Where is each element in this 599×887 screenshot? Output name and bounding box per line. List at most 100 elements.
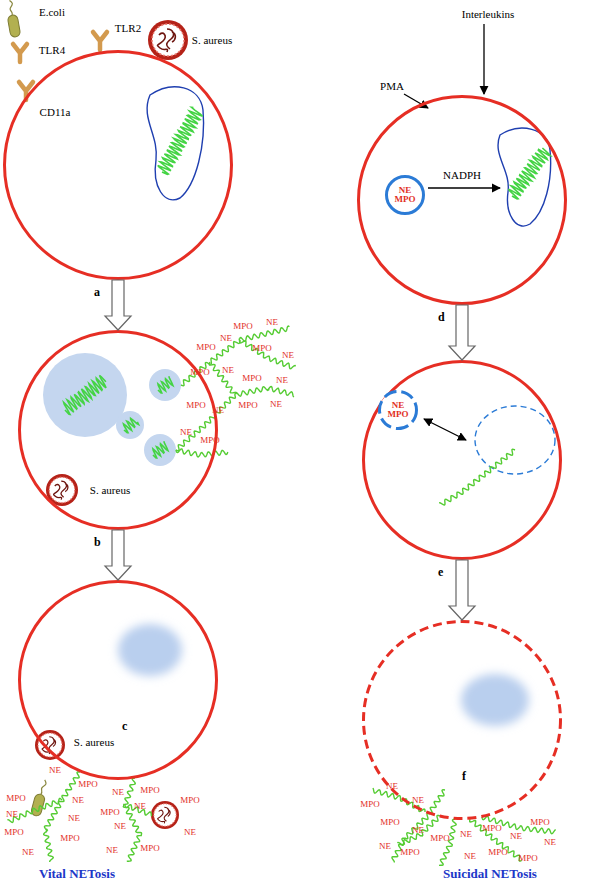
panel-title: Suicidal NETosis — [443, 867, 537, 880]
protein-label: MPO — [530, 818, 550, 827]
dna-strand — [470, 819, 522, 861]
ecoli-icon — [5, 0, 21, 38]
protein-label: NE — [180, 428, 192, 437]
stage-letter: c — [122, 720, 127, 732]
granule-membrane — [387, 177, 424, 214]
nadph-arrow — [428, 187, 500, 188]
protein-label: NE — [49, 766, 61, 775]
protein-label: NE — [379, 842, 391, 851]
granule-membrane — [380, 392, 417, 429]
annotation-label: E.coli — [39, 7, 65, 18]
dna-strand — [209, 362, 236, 394]
protein-label: NE — [134, 802, 146, 811]
granule-protein: NE — [399, 186, 412, 195]
protein-label: MPO — [233, 322, 253, 331]
circle-outline — [362, 360, 562, 560]
cell-membrane — [20, 332, 217, 529]
faded-nucleus — [461, 674, 529, 726]
dna-strand — [181, 326, 289, 386]
annotation-label: TLR4 — [39, 45, 65, 56]
protein-label: NE — [184, 828, 196, 837]
protein-label: MPO — [140, 844, 160, 853]
protein-label: MPO — [400, 848, 420, 857]
double-arrow — [424, 419, 466, 440]
cell-membrane — [20, 582, 217, 779]
protein-label: NE — [72, 796, 84, 805]
receptor-symbol — [93, 32, 107, 50]
nucleus-blob — [144, 434, 176, 466]
protein-label: MPO — [380, 818, 400, 827]
stage-arrow — [449, 305, 475, 360]
stage-letter: f — [462, 770, 466, 782]
chromatin-helix — [158, 107, 203, 174]
circle-outline — [18, 580, 218, 780]
granule-circle: NEMPO — [378, 390, 418, 430]
protein-label: NE — [510, 832, 522, 841]
faded-nucleus — [118, 624, 182, 676]
dna-strand — [176, 387, 294, 451]
protein-label: MPO — [4, 828, 24, 837]
stage-letter: b — [94, 536, 101, 548]
protein-label: NE — [220, 334, 232, 343]
annotation-label: S. aureus — [90, 485, 130, 496]
protein-label: MPO — [6, 794, 26, 803]
annotation-label: PMA — [380, 81, 404, 92]
saureus-icon — [151, 801, 179, 829]
nucleus-blob — [43, 353, 127, 437]
annotation-label: NADPH — [443, 170, 481, 181]
protein-label: NE — [460, 830, 472, 839]
chromatin-helix — [64, 376, 106, 415]
protein-label: MPO — [78, 780, 98, 789]
stage-arrow — [105, 280, 131, 330]
saureus-icon — [35, 730, 65, 760]
protein-label: NE — [114, 822, 126, 831]
protein-label: NE — [212, 406, 224, 415]
protein-label: NE — [412, 796, 424, 805]
protein-label: NE — [222, 366, 234, 375]
protein-label: MPO — [180, 796, 200, 805]
stimulus-arrow — [483, 24, 484, 94]
granule-protein: NE — [392, 401, 405, 410]
cell-membrane — [359, 97, 566, 304]
chromatin-helix — [124, 418, 139, 432]
protein-label: NE — [544, 838, 556, 847]
cell-membrane — [364, 622, 561, 819]
protein-label: NE — [464, 852, 476, 861]
protein-label: NE — [270, 400, 282, 409]
nucleus-blob — [149, 369, 181, 401]
receptor-symbol — [13, 44, 27, 62]
protein-label: MPO — [242, 374, 262, 383]
protein-label: NE — [68, 814, 80, 823]
nucleus-outline — [475, 406, 555, 474]
annotation-label: TLR2 — [115, 23, 141, 34]
protein-label: NE — [412, 826, 424, 835]
protein-label: MPO — [360, 800, 380, 809]
granule-circle: NEMPO — [385, 175, 425, 215]
protein-label: MPO — [482, 824, 502, 833]
dna-strand — [439, 449, 515, 505]
cell-membrane — [364, 362, 561, 559]
protein-label: MPO — [252, 344, 272, 353]
circle-outline — [3, 50, 233, 280]
annotation-label: S. aureus — [192, 35, 232, 46]
protein-label: MPO — [200, 436, 220, 445]
ecoli-icon — [30, 779, 49, 817]
cell-circle: eNEMPO — [362, 360, 562, 560]
annotation-label: Interleukins — [462, 9, 515, 20]
protein-label: MPO — [196, 343, 216, 352]
cell-circle: c — [18, 580, 218, 780]
granule-protein: MPO — [395, 195, 416, 204]
protein-label: MPO — [488, 848, 508, 857]
stage-letter: a — [94, 286, 100, 298]
protein-label: MPO — [100, 808, 120, 817]
protein-label: MPO — [238, 401, 258, 410]
chromatin-helix — [153, 441, 168, 458]
nucleus-blob — [116, 411, 144, 439]
saureus-icon — [148, 20, 188, 60]
protein-label: NE — [276, 376, 288, 385]
dna-strand — [240, 340, 296, 369]
protein-label: MPO — [186, 401, 206, 410]
protein-label: MPO — [518, 854, 538, 863]
